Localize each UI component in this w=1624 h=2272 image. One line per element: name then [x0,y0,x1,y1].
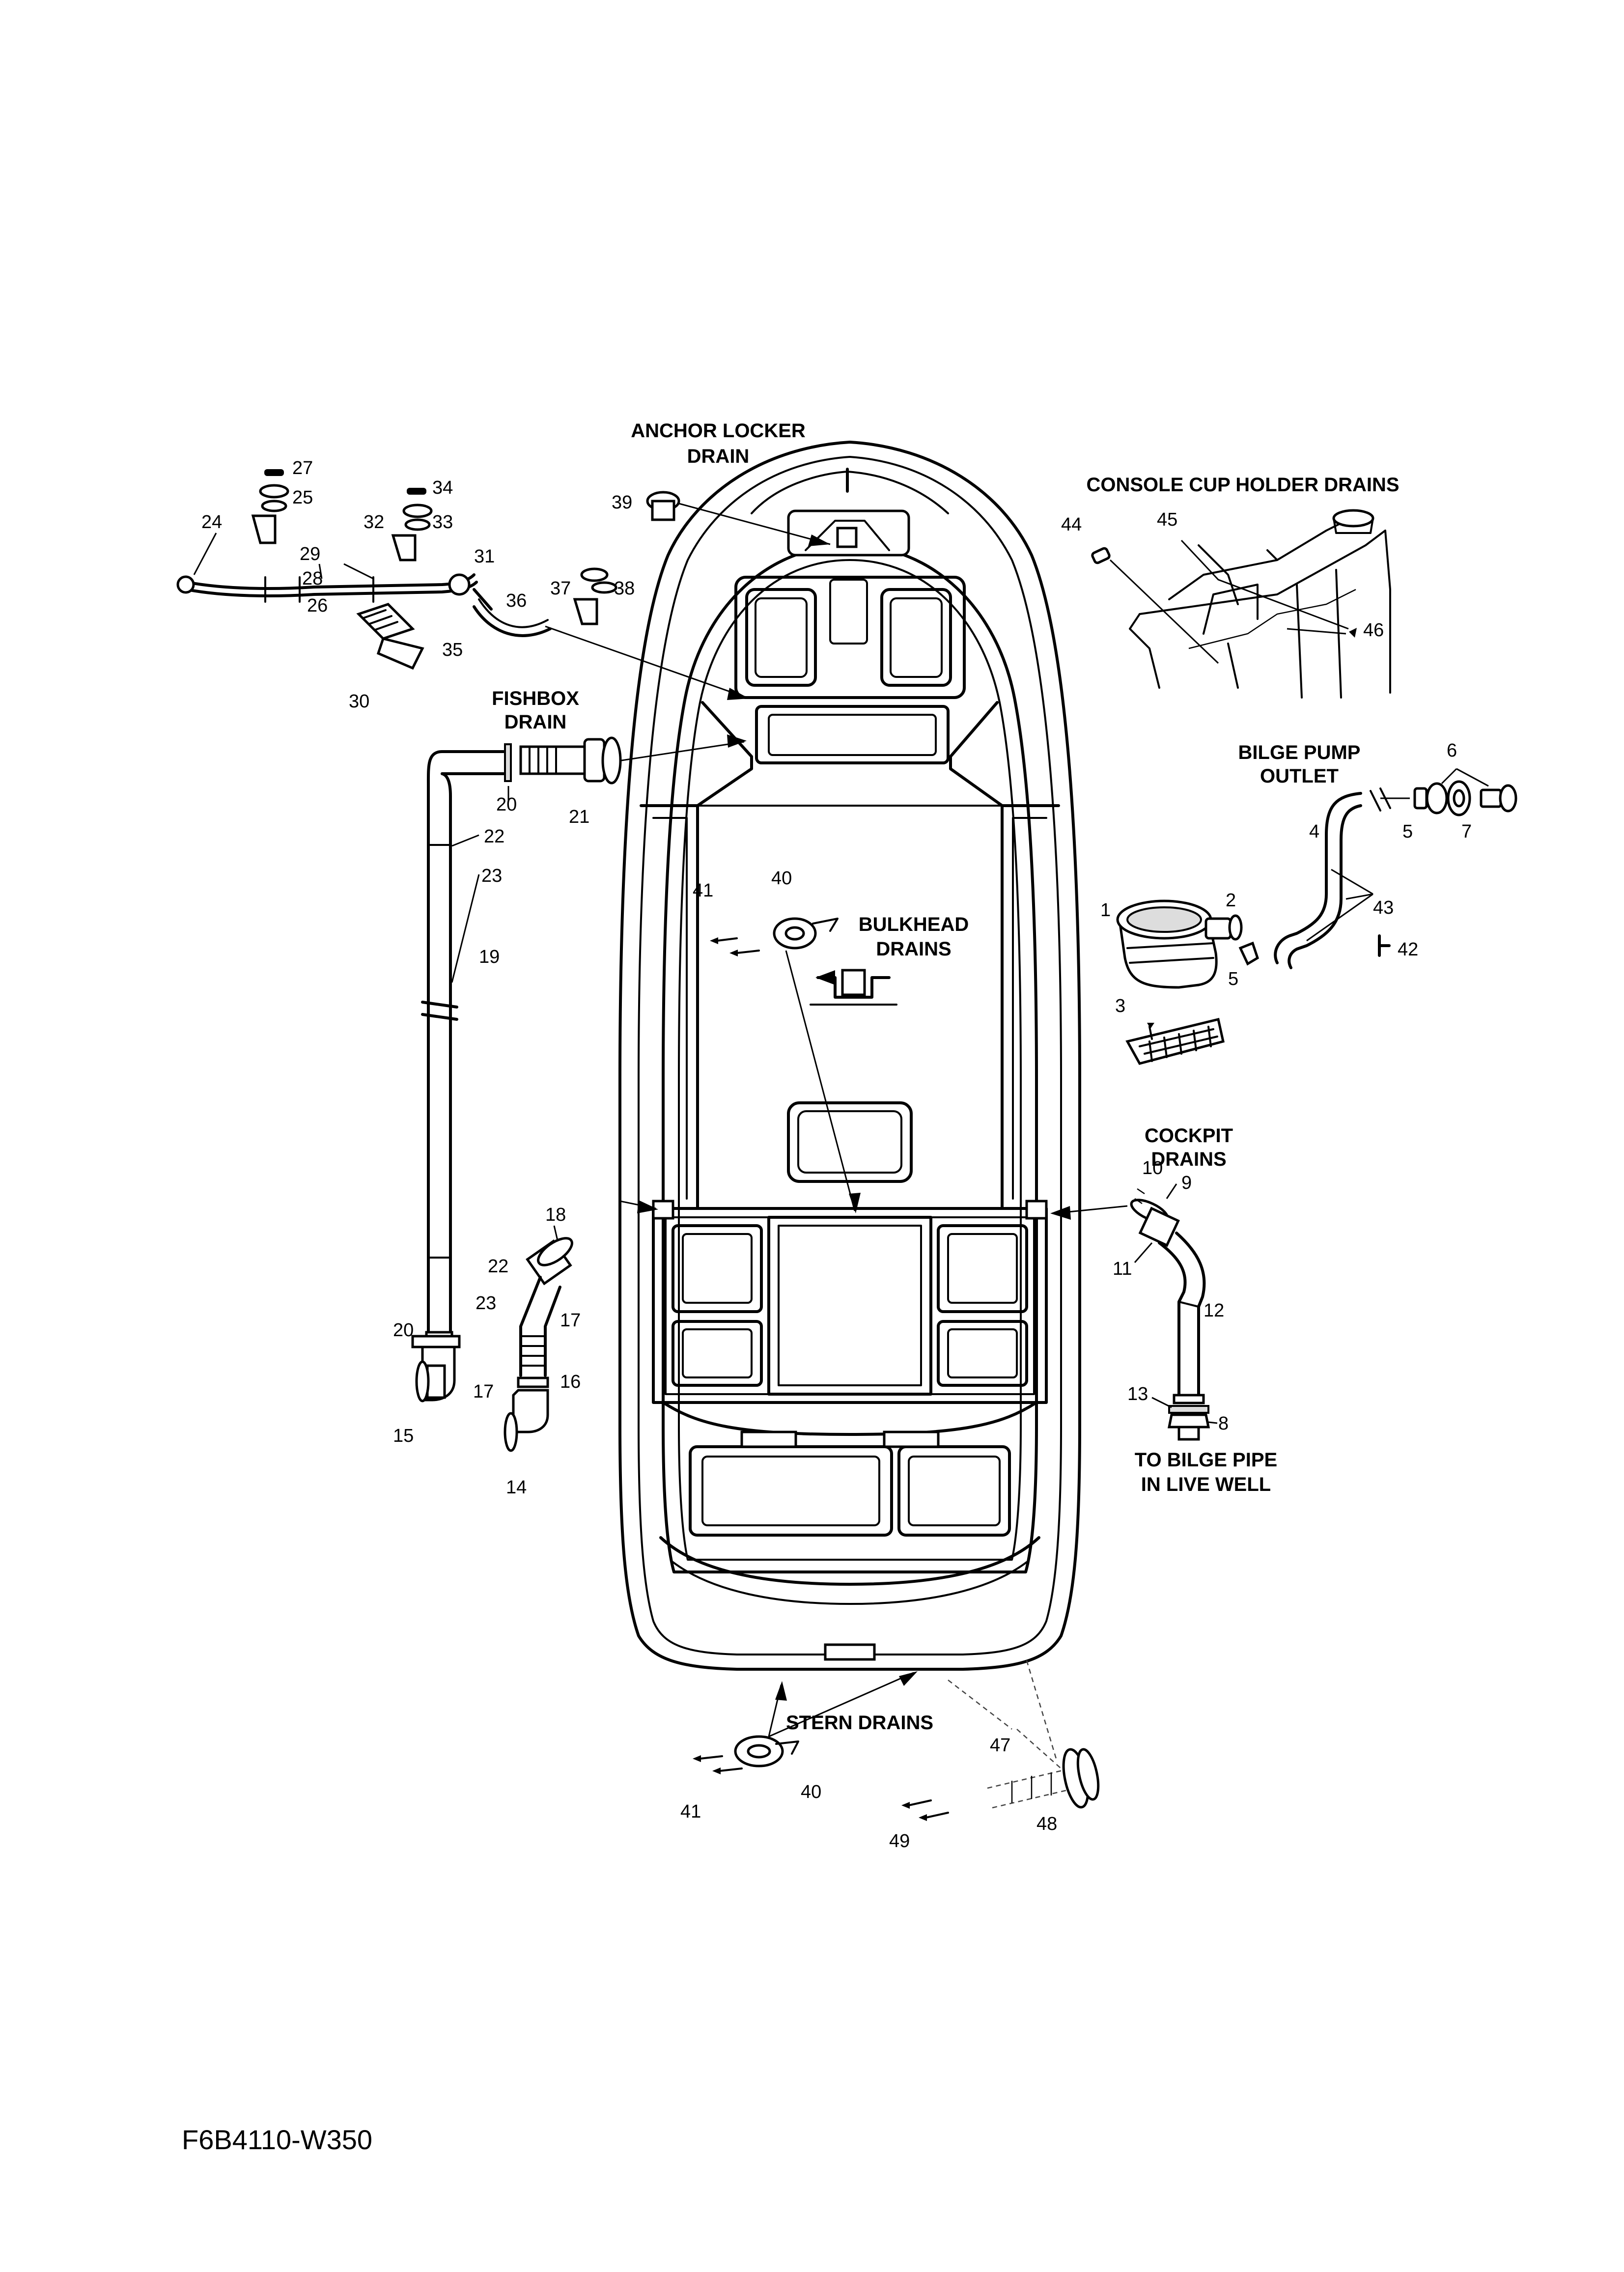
part-number-45: 45 [1157,509,1177,530]
fishbox-drain-group: FISHBOX DRAIN 20 21 22 23 19 22 [393,688,747,1446]
part-number-44: 44 [1061,514,1082,535]
fishbox-plumbing-group: 27 25 24 29 28 26 30 34 32 33 31 36 35 3… [176,458,749,712]
part-number-5-top: 5 [1402,821,1413,842]
part-number-23-top: 23 [481,866,502,886]
part-number-27: 27 [292,458,313,478]
bulkhead-drains-group: BULKHEAD DRAINS 40 41 [693,868,969,1213]
part-number-32: 32 [364,512,384,533]
part-number-22-bottom: 22 [488,1256,508,1277]
anchor-locker-drain-group: ANCHOR LOCKER DRAIN 39 [612,420,831,546]
part-number-39: 39 [612,492,632,513]
stern-drain-cover-icon [734,1735,799,1767]
part-number-48: 48 [1036,1814,1057,1834]
diagram-code: F6B4110-W350 [182,2124,372,2155]
part-number-7: 7 [1461,821,1472,842]
part-number-35: 35 [442,640,463,660]
part-number-41-top: 41 [693,880,713,901]
console-cup-holder-drains-label: CONSOLE CUP HOLDER DRAINS [1086,474,1399,496]
part-number-41-bottom: 41 [680,1801,701,1822]
right-cockpit-drain-group: COCKPIT DRAINS 10 9 11 12 13 8 TO BILGE … [1050,1125,1277,1495]
anchor-locker-drain-label-line1: ANCHOR LOCKER [631,420,806,442]
part-number-28: 28 [302,568,323,589]
part-number-13: 13 [1127,1384,1148,1404]
stern-drain-tube-icon [987,1748,1100,1809]
scupper-fitting-icon-right [1130,1199,1180,1247]
part-number-22-top: 22 [484,826,504,847]
thru-hull-fitting-icon [519,736,622,785]
bulkhead-drains-label-line1: BULKHEAD [859,914,969,935]
stern-drains-group: STERN DRAINS 40 41 47 48 49 [680,1660,1100,1851]
part-number-19: 19 [479,947,500,967]
part-number-40-bottom: 40 [801,1782,821,1802]
cockpit-drains-label-line2: DRAINS [1151,1149,1226,1170]
part-number-36: 36 [506,590,527,611]
part-number-26: 26 [307,595,328,616]
part-number-3: 3 [1115,996,1125,1016]
cockpit-drains-label-line1: COCKPIT [1145,1125,1233,1147]
part-number-18: 18 [545,1205,566,1225]
part-number-23-bottom: 23 [476,1293,496,1314]
bilge-pump-outlet-group: BILGE PUMP OUTLET [1100,740,1517,1065]
part-number-25: 25 [292,487,313,508]
part-number-46: 46 [1363,620,1384,641]
part-number-21: 21 [569,807,589,827]
to-bilge-pipe-label-line1: TO BILGE PIPE [1135,1449,1277,1471]
part-number-14: 14 [506,1477,527,1498]
to-bilge-pipe-label-line2: IN LIVE WELL [1141,1474,1271,1495]
part-number-37: 37 [550,578,571,599]
part-number-11: 11 [1113,1259,1132,1279]
part-number-9: 9 [1181,1173,1192,1193]
bulkhead-drains-label-line2: DRAINS [876,938,951,960]
anchor-locker-drain-label-line2: DRAIN [687,446,750,467]
part-number-31: 31 [474,546,495,567]
part-number-38: 38 [614,578,635,599]
part-number-42: 42 [1398,939,1418,960]
part-number-43: 43 [1373,898,1394,918]
tee-fitting-icon [356,603,424,670]
stern-drains-label: STERN DRAINS [786,1712,933,1734]
part-number-40-top: 40 [771,868,792,889]
part-number-6: 6 [1447,740,1457,761]
part-number-34: 34 [432,477,453,498]
part-number-5-bottom: 5 [1228,969,1238,989]
part-number-29: 29 [300,544,320,564]
bilge-pump-outlet-label-line2: OUTLET [1260,765,1339,787]
fishbox-drain-label-line2: DRAIN [504,711,567,733]
part-number-47: 47 [990,1735,1010,1756]
left-cockpit-drain-group: 18 17 16 17 14 [473,1200,658,1498]
drain-cover-icon [773,917,839,950]
part-number-15: 15 [393,1426,414,1446]
part-number-2: 2 [1226,890,1236,911]
part-number-12: 12 [1204,1300,1224,1321]
console-cup-holder-drains-group: CONSOLE CUP HOLDER DRAINS 44 45 46 [1061,474,1400,699]
part-number-33: 33 [432,512,453,533]
part-number-10: 10 [1142,1158,1163,1178]
part-number-16: 16 [560,1372,581,1392]
part-number-4: 4 [1309,821,1319,842]
part-number-17-top: 17 [560,1310,581,1331]
part-number-8: 8 [1218,1413,1229,1434]
part-number-24: 24 [201,512,222,533]
part-number-1: 1 [1100,900,1111,921]
boat-hull [618,441,1081,1671]
part-number-20-top: 20 [496,794,517,815]
pump-strainer-icon [1125,1017,1225,1065]
part-number-30: 30 [349,691,369,712]
fishbox-drain-label-line1: FISHBOX [492,688,579,709]
part-number-20-bottom: 20 [393,1320,414,1341]
bilge-pump-icon [1116,899,1243,989]
drain-plug-icon [646,491,680,521]
part-number-17-bottom: 17 [473,1381,494,1402]
part-number-49: 49 [889,1831,910,1851]
bilge-pump-outlet-label-line1: BILGE PUMP [1238,742,1361,763]
scupper-fitting-icon [526,1237,573,1286]
